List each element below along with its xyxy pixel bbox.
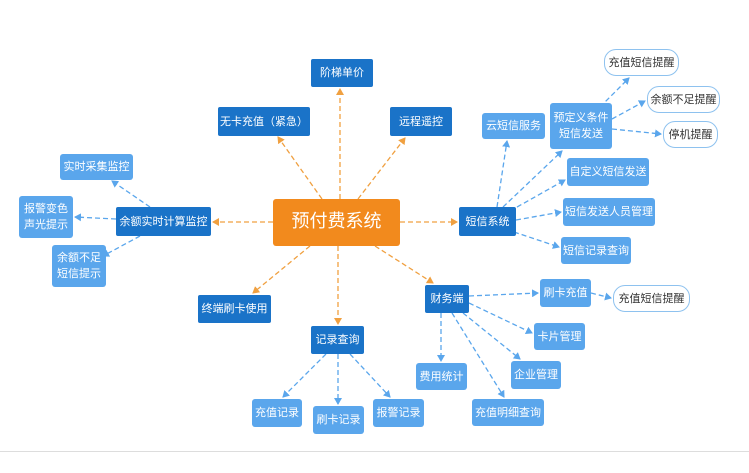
connector-sms-to-custom [509,179,566,212]
node-enterprise-management: 企业管理 [511,361,561,389]
node-cloud-sms: 云短信服务 [482,113,545,139]
node-alarm-record: 报警记录 [373,399,424,427]
node-low-balance-reminder: 余额不足提醒 [647,86,720,113]
node-remote-control: 远程遥控 [390,107,452,136]
node-cardless-recharge: 无卡充值（紧急） [218,107,310,136]
node-shutdown-reminder: 停机提醒 [663,121,718,148]
node-balance-monitor: 余额实时计算监控 [116,207,211,236]
connector-finance-to-card-recharge [468,289,539,298]
connector-central-to-cardless-recharge [277,136,323,200]
node-low-balance-sms: 余额不足 短信提示 [52,245,106,287]
connector-card-recharge-to-sms-reminder [590,292,612,301]
node-card-management: 卡片管理 [534,323,585,350]
node-sms-log: 短信记录查询 [561,237,631,264]
connector-predefined-to-low-balance [611,100,646,120]
connector-predefined-to-shutdown [611,128,662,138]
connector-sms-to-predefined [502,150,563,208]
central-node: 预付费系统 [273,199,400,246]
node-predefined-sms: 预定义条件 短信发送 [550,103,612,149]
node-recharge-record: 充值记录 [252,399,302,427]
node-tiered-price: 阶梯单价 [311,59,373,87]
node-fee-statistics: 费用统计 [416,363,467,390]
connector-sms-to-cloud [496,140,511,208]
node-sms-staff: 短信发送人员管理 [563,198,655,226]
connector-finance-to-enterprise [462,312,521,360]
connector-predefined-to-recharge-reminder [599,77,630,108]
node-swipe-record: 刷卡记录 [313,406,364,434]
node-alarm-prompt: 报警变色 声光提示 [19,196,73,238]
node-records: 记录查询 [311,326,364,354]
connector-central-to-finance [374,245,434,284]
node-recharge-sms-reminder: 充值短信提醒 [604,49,679,76]
bottom-divider [0,451,749,452]
node-sms-system: 短信系统 [459,207,516,236]
connector-sms-to-log [513,231,560,249]
node-custom-sms: 自定义短信发送 [567,158,649,186]
connector-finance-to-recharge-detail [451,312,505,398]
connector-sms-to-staff [515,209,562,221]
connector-central-to-terminal-card [252,245,311,294]
node-recharge-detail: 充值明细查询 [472,399,544,426]
connector-monitor-to-realtime [111,180,151,208]
node-finance: 财务端 [425,285,469,313]
node-card-recharge: 刷卡充值 [540,279,591,307]
connector-monitor-to-alarm [74,213,117,222]
node-card-recharge-sms-reminder: 充值短信提醒 [613,285,690,312]
connector-central-to-remote-control [357,137,406,200]
node-realtime-collect: 实时采集监控 [60,154,133,180]
connector-records-to-recharge-record [282,353,327,398]
connector-monitor-to-low-balance [102,235,141,257]
node-terminal-card: 终端刷卡使用 [198,295,271,323]
connector-finance-to-card-management [468,302,533,335]
connector-records-to-alarm-record [349,353,391,398]
